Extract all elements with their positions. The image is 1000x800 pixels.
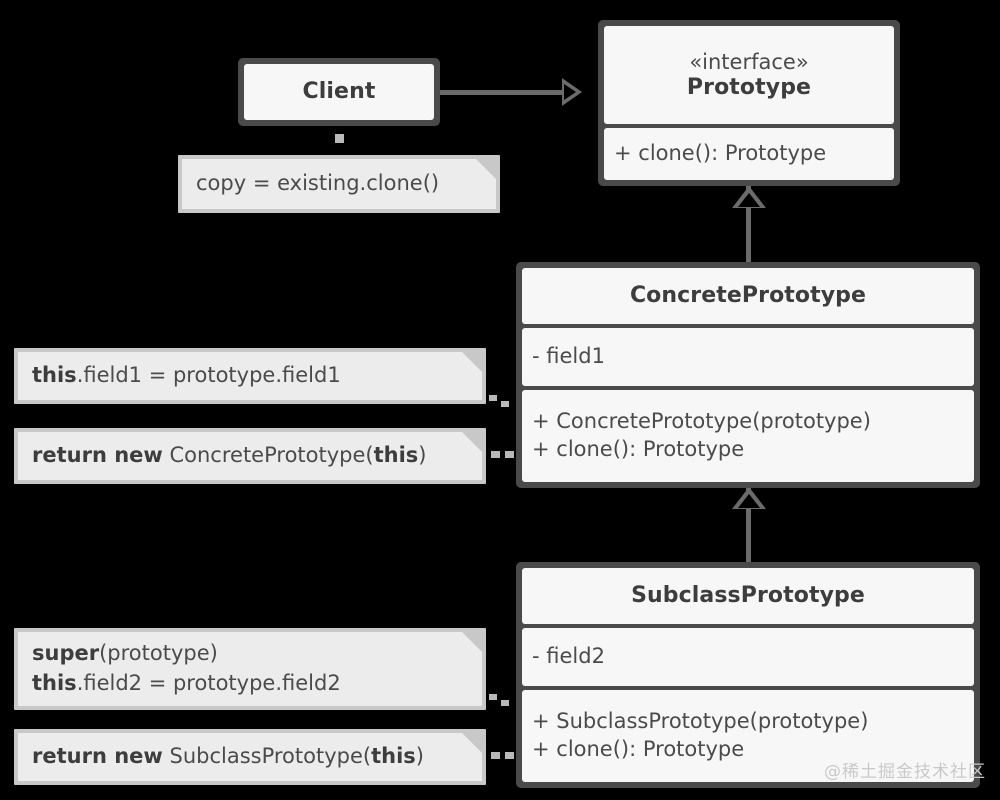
note-link-subclass-copy-2 xyxy=(501,700,509,706)
note-fold-icon xyxy=(462,632,482,652)
subclass-method-1: + clone(): Prototype xyxy=(532,737,745,761)
note-concrete-clone[interactable]: return new ConcretePrototype(this) xyxy=(14,428,486,484)
concrete-methods-compartment: + ConcretePrototype(prototype) + clone()… xyxy=(522,390,974,482)
subclass-method-0: + SubclassPrototype(prototype) xyxy=(532,709,869,734)
class-box-concrete-prototype[interactable]: ConcretePrototype - field1 + ConcretePro… xyxy=(516,262,980,488)
note-subclass-copy-kw2: this xyxy=(32,671,77,695)
class-stereotype-prototype: «interface» xyxy=(689,50,809,75)
note-subclass-copy-line-1: this.field2 = prototype.field2 xyxy=(32,669,468,699)
concrete-method-0: + ConcretePrototype(prototype) xyxy=(532,409,871,434)
note-client-usage[interactable]: copy = existing.clone() xyxy=(178,155,500,213)
concrete-title-compartment: ConcretePrototype xyxy=(522,268,974,324)
class-box-subclass-prototype[interactable]: SubclassPrototype - field2 + SubclassPro… xyxy=(516,562,980,788)
note-client-usage-inner: copy = existing.clone() xyxy=(182,159,496,209)
class-name-subclass-prototype: SubclassPrototype xyxy=(631,583,865,609)
note-concrete-copy[interactable]: this.field1 = prototype.field1 xyxy=(14,348,486,404)
note-concrete-clone-kw2: this xyxy=(373,443,419,468)
note-link-concrete-copy-2 xyxy=(501,401,509,407)
note-subclass-clone-tail: ) xyxy=(415,744,424,769)
generalization-arrowhead-prototype-inner xyxy=(738,193,760,207)
subclass-field-0: - field2 xyxy=(532,644,605,669)
note-fold-icon xyxy=(462,733,482,753)
subclass-fields-compartment: - field2 xyxy=(522,628,974,686)
note-link-concrete-clone-1 xyxy=(491,451,500,458)
note-subclass-copy-kw: super xyxy=(32,641,100,666)
note-subclass-copy[interactable]: super(prototype) this.field2 = prototype… xyxy=(14,628,486,710)
generalization-arrowhead-concrete-inner xyxy=(738,494,760,508)
prototype-method-0: + clone(): Prototype xyxy=(614,141,827,166)
note-subclass-clone-kw: return new xyxy=(32,744,163,769)
note-concrete-clone-kw: return new xyxy=(32,443,163,468)
note-subclass-clone-line-0: return new SubclassPrototype(this) xyxy=(32,742,468,772)
note-subclass-clone-kw2: this xyxy=(371,744,416,769)
note-link-concrete-clone-2 xyxy=(505,451,514,458)
note-concrete-copy-inner: this.field1 = prototype.field1 xyxy=(18,352,482,400)
note-subclass-copy-rest: (prototype) xyxy=(99,641,218,666)
note-subclass-copy-rest2: .field2 = prototype.field2 xyxy=(76,671,341,695)
class-name-client: Client xyxy=(302,79,376,105)
note-fold-icon xyxy=(462,352,482,372)
note-link-client xyxy=(335,134,344,143)
prototype-title-compartment: «interface» Prototype xyxy=(604,26,894,124)
subclass-methods-compartment: + SubclassPrototype(prototype) + clone()… xyxy=(522,690,974,782)
note-concrete-clone-rest: ConcretePrototype( xyxy=(162,443,374,468)
note-concrete-clone-tail: ) xyxy=(418,443,427,468)
note-fold-icon xyxy=(476,159,496,179)
note-link-subclass-copy-1 xyxy=(489,694,497,700)
note-concrete-clone-line-0: return new ConcretePrototype(this) xyxy=(32,441,468,471)
prototype-methods-compartment: + clone(): Prototype xyxy=(604,128,894,180)
note-subclass-clone[interactable]: return new SubclassPrototype(this) xyxy=(14,729,486,785)
association-arrowhead-prototype-inner xyxy=(564,84,576,100)
note-link-subclass-clone-1 xyxy=(491,752,500,759)
note-concrete-copy-line-0: this.field1 = prototype.field1 xyxy=(32,361,468,391)
concrete-fields-compartment: - field1 xyxy=(522,328,974,386)
concrete-method-1: + clone(): Prototype xyxy=(532,437,745,461)
class-box-client[interactable]: Client xyxy=(238,58,440,126)
note-subclass-clone-inner: return new SubclassPrototype(this) xyxy=(18,733,482,781)
note-concrete-clone-inner: return new ConcretePrototype(this) xyxy=(18,432,482,480)
note-fold-icon xyxy=(462,432,482,452)
note-subclass-copy-line-0: super(prototype) xyxy=(32,639,468,669)
note-subclass-clone-rest: SubclassPrototype( xyxy=(162,744,372,769)
edge-subclass-to-concrete xyxy=(746,487,751,565)
edge-client-to-prototype xyxy=(440,90,570,95)
client-title-compartment: Client xyxy=(244,64,434,120)
subclass-title-compartment: SubclassPrototype xyxy=(522,568,974,624)
class-name-prototype: Prototype xyxy=(686,75,812,101)
note-concrete-copy-kw: this xyxy=(32,363,77,388)
note-client-usage-line-0: copy = existing.clone() xyxy=(196,171,440,196)
class-box-prototype[interactable]: «interface» Prototype + clone(): Prototy… xyxy=(598,20,900,186)
note-concrete-copy-rest: .field1 = prototype.field1 xyxy=(76,363,341,388)
note-link-subclass-clone-2 xyxy=(505,752,514,759)
note-link-concrete-copy-1 xyxy=(489,395,497,401)
watermark-label: @稀土掘金技术社区 xyxy=(824,762,986,782)
note-subclass-copy-inner: super(prototype) this.field2 = prototype… xyxy=(18,632,482,706)
concrete-field-0: - field1 xyxy=(532,344,605,369)
edge-concrete-to-prototype xyxy=(746,186,751,266)
class-name-concrete-prototype: ConcretePrototype xyxy=(629,283,867,309)
